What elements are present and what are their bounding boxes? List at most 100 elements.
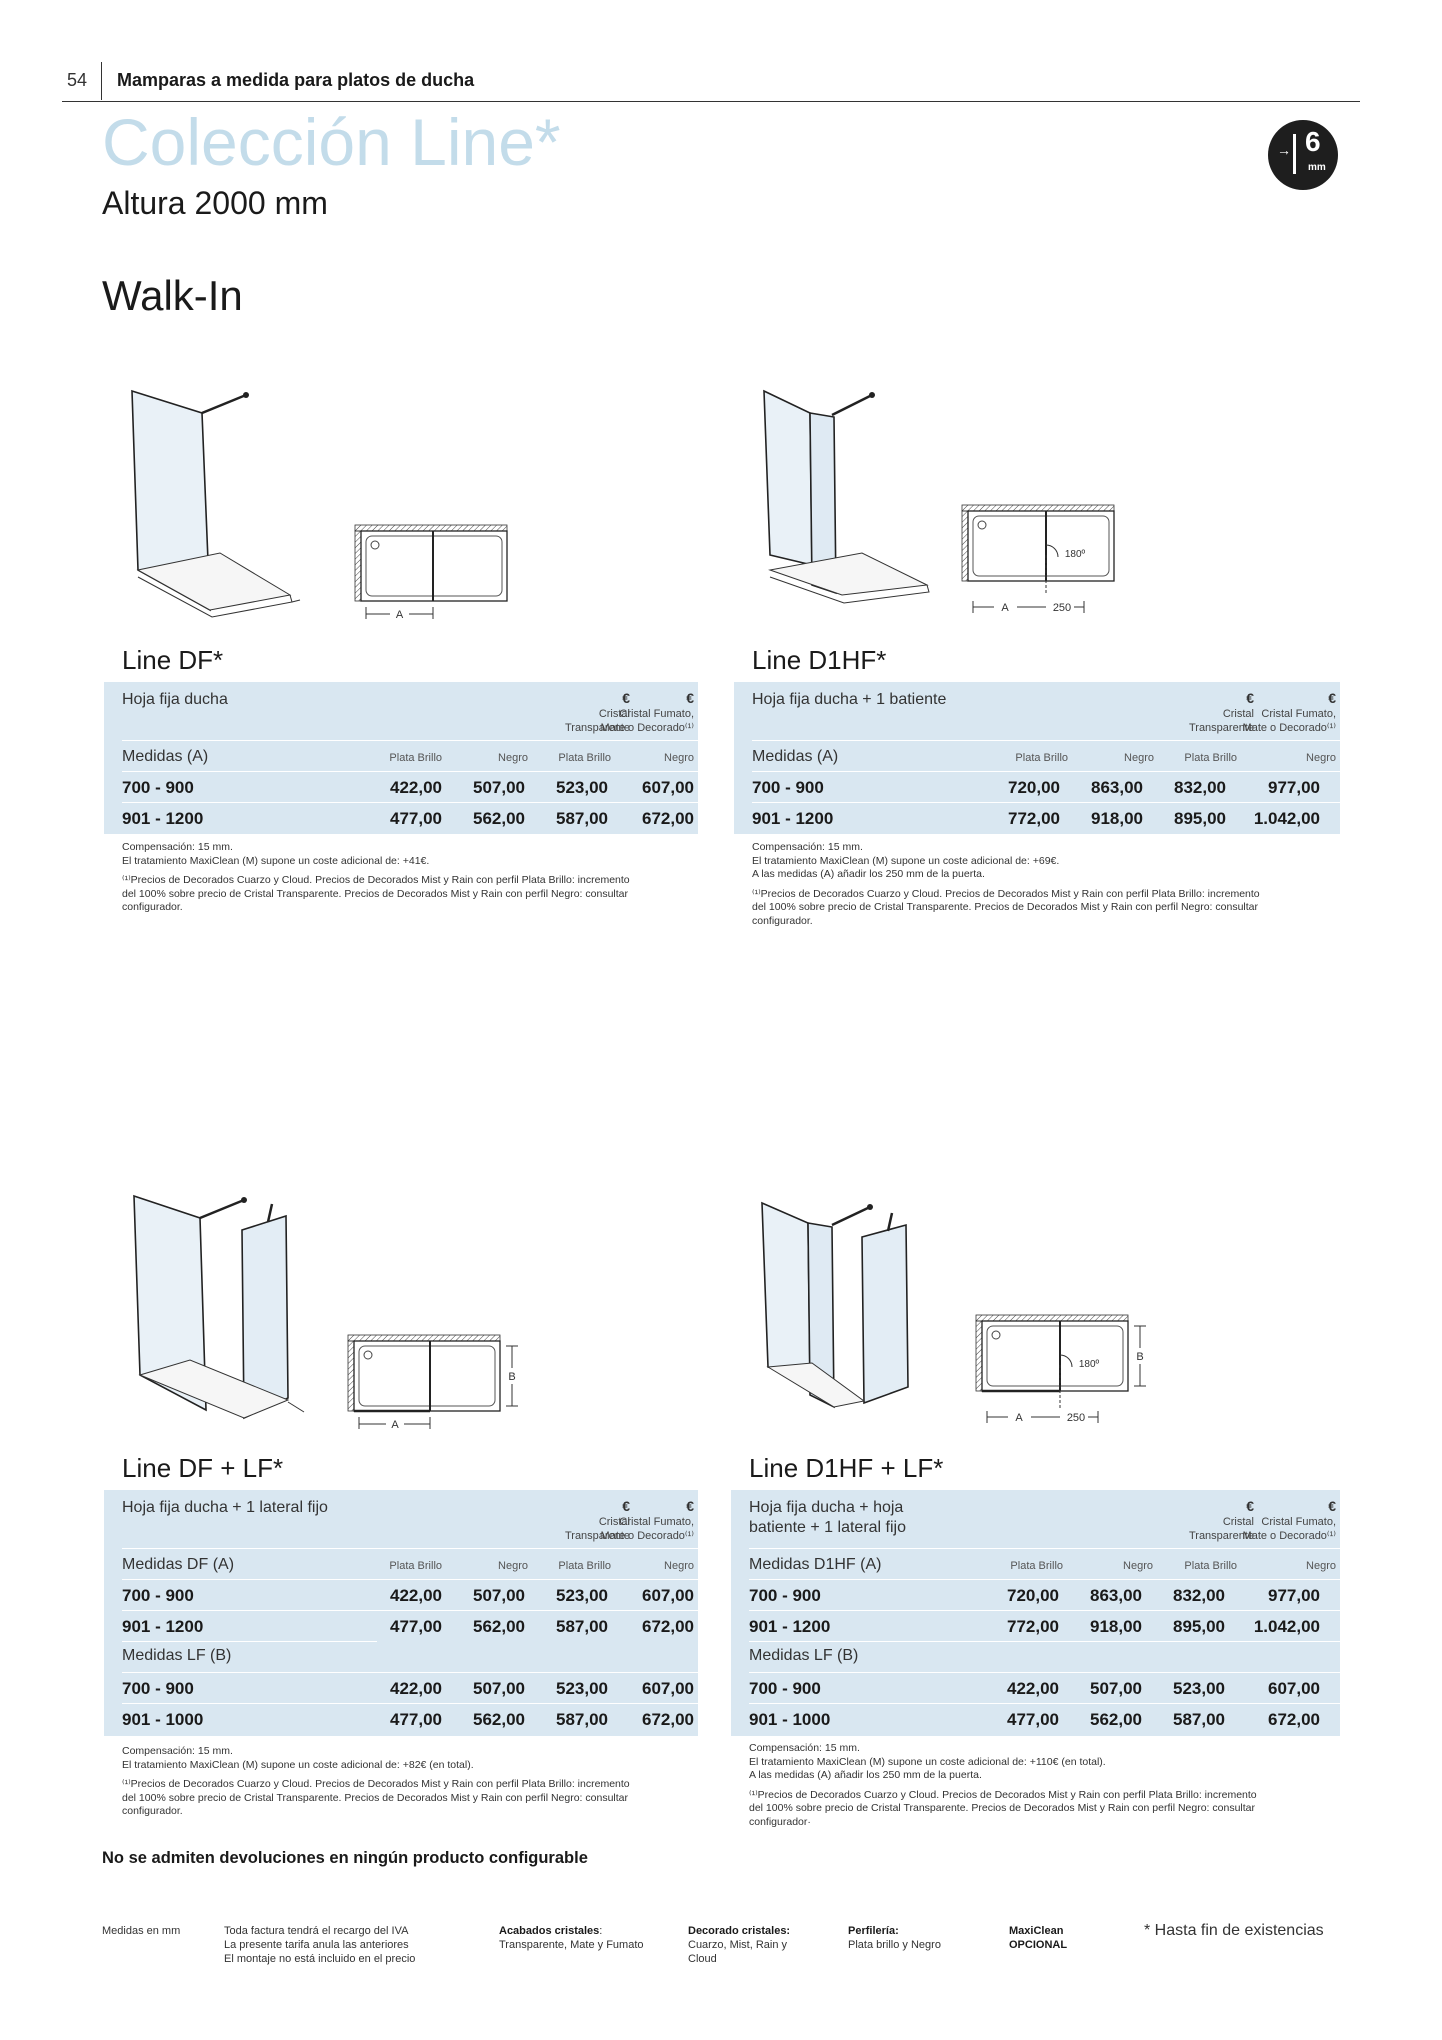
footer-line: El montaje no está incluido en el precio [224, 1953, 416, 1965]
arrow-right-icon: → [1277, 142, 1291, 158]
col-group-2-line1: Cristal Fumato, [619, 708, 694, 720]
price-cell: 562,00 [473, 1710, 525, 1729]
footer-glass-finishes: Acabados cristales: Transparente, Mate y… [499, 1924, 644, 1952]
price-cell: 832,00 [1174, 778, 1226, 797]
price-cell: 772,00 [1008, 809, 1060, 828]
price-cell: 895,00 [1173, 1617, 1225, 1636]
measure-label: Medidas (A) [122, 748, 209, 765]
glass-thickness-badge: → 6 mm [1268, 120, 1338, 190]
price-cell: 507,00 [1090, 1679, 1142, 1698]
notes-line-df: Compensación: 15 mm. El tratamiento Maxi… [122, 841, 712, 915]
currency-symbol: € [686, 1498, 694, 1514]
currency-symbol: € [1328, 1498, 1336, 1514]
collection-title: Colección Line* [102, 105, 561, 179]
price-cell: 523,00 [556, 778, 608, 797]
table-separator [749, 1610, 1340, 1611]
notes-line-df-lf: Compensación: 15 mm. El tratamiento Maxi… [122, 1745, 712, 1819]
returns-notice: No se admiten devoluciones en ningún pro… [102, 1849, 588, 1867]
table-separator [122, 1579, 698, 1580]
header-divider [101, 62, 102, 100]
table-separator [752, 771, 1340, 772]
price-cell: 507,00 [473, 1679, 525, 1698]
col-group-1-line2: Transparente [1188, 722, 1254, 734]
price-cell: 523,00 [1173, 1679, 1225, 1698]
height-subtitle: Altura 2000 mm [102, 185, 328, 221]
col-group-1-line2: Transparente [564, 1530, 630, 1542]
price-cell: 895,00 [1174, 809, 1226, 828]
price-cell: 607,00 [642, 1586, 694, 1605]
notes-line-d1hf: Compensación: 15 mm. El tratamiento Maxi… [752, 841, 1342, 928]
col-group-2-line1: Cristal Fumato, [1261, 1516, 1336, 1528]
header-title: Mamparas a medida para platos de ducha [117, 70, 475, 90]
header-rule [62, 101, 1360, 102]
dim-a-label: A [1001, 602, 1009, 614]
price-cell: 1.042,00 [1253, 1617, 1320, 1636]
price-cell: 977,00 [1268, 778, 1320, 797]
price-cell: 477,00 [390, 1710, 442, 1729]
table-separator [749, 1579, 1340, 1580]
currency-symbol: € [1328, 690, 1336, 706]
note-line: Compensación: 15 mm. [752, 841, 863, 853]
table-separator [122, 1641, 377, 1642]
table-description: Hoja fija ducha + hoja batiente + 1 late… [749, 1498, 906, 1538]
product-title-line-d1hf-lf: Line D1HF + LF* [749, 1453, 944, 1483]
measure-label: Medidas DF (A) [122, 1556, 235, 1573]
product-title-line-df-lf: Line DF + LF* [122, 1453, 284, 1483]
product-title-line-df: Line DF* [122, 645, 224, 675]
note-line: Compensación: 15 mm. [122, 841, 233, 853]
table-separator [122, 1672, 698, 1673]
col-group-1-line1: Cristal [598, 708, 630, 720]
price-table-line-df-lf: Hoja fija ducha + 1 lateral fijo € Crist… [104, 1490, 698, 1736]
note-line: del 100% sobre precio de Cristal Transpa… [752, 901, 1258, 913]
measure-label: Medidas (A) [752, 748, 839, 765]
price-cell: 772,00 [1007, 1617, 1059, 1636]
subheader-plata-brillo: Plata Brillo [1015, 752, 1068, 764]
table-separator [749, 1703, 1340, 1704]
note-line: El tratamiento MaxiClean (M) supone un c… [749, 1755, 1106, 1768]
table-separator [752, 740, 1340, 741]
price-cell: 720,00 [1008, 778, 1060, 797]
col-group-2-line2: Mate o Decorado⁽¹⁾ [600, 722, 694, 734]
row-label: 700 - 900 [122, 1586, 194, 1605]
note-line: configurador· [749, 1815, 811, 1828]
price-cell: 562,00 [473, 1617, 525, 1636]
measure-label: Medidas D1HF (A) [749, 1556, 882, 1573]
page-number: 54 [67, 70, 88, 90]
table-description: Hoja fija ducha + 1 lateral fijo [122, 1499, 328, 1516]
col-group-2-line1: Cristal Fumato, [1261, 708, 1336, 720]
table-description: Hoja fija ducha [122, 691, 228, 708]
glass-bar-icon [1293, 134, 1296, 174]
subheader-negro: Negro [498, 1560, 528, 1572]
footer-heading-colon: : [599, 1925, 603, 1937]
price-cell: 587,00 [556, 1710, 608, 1729]
note-line: A las medidas (A) añadir los 250 mm de l… [752, 868, 985, 880]
price-cell: 507,00 [473, 778, 525, 797]
note-line: El tratamiento MaxiClean (M) supone un c… [752, 854, 1060, 867]
badge-value: 6 [1305, 126, 1321, 157]
table-separator [122, 771, 698, 772]
price-cell: 587,00 [556, 809, 608, 828]
note-line: El tratamiento MaxiClean (M) supone un c… [122, 854, 430, 867]
price-table-line-df: Hoja fija ducha € Cristal Transparente €… [104, 682, 698, 834]
subheader-plata-brillo: Plata Brillo [1184, 752, 1237, 764]
subheader-negro: Negro [1123, 1560, 1153, 1572]
price-cell: 477,00 [390, 1617, 442, 1636]
subheader-negro: Negro [664, 752, 694, 764]
price-cell: 587,00 [1173, 1710, 1225, 1729]
table-separator [122, 1548, 698, 1549]
door-width-label: 250 [1067, 1412, 1085, 1424]
price-cell: 523,00 [556, 1679, 608, 1698]
subheader-plata-brillo: Plata Brillo [1010, 1560, 1063, 1572]
price-cell: 672,00 [642, 809, 694, 828]
subheader-plata-brillo: Plata Brillo [389, 752, 442, 764]
price-cell: 977,00 [1268, 1586, 1320, 1605]
door-width-label: 250 [1053, 602, 1071, 614]
footer-line: Toda factura tendrá el recargo del IVA [224, 1925, 409, 1937]
door-angle-label: 180º [1079, 1359, 1100, 1370]
table-separator [122, 1610, 698, 1611]
col-group-2-line2: Mate o Decorado⁽¹⁾ [1242, 722, 1336, 734]
line-df-lf-illustration: B A [133, 1194, 518, 1430]
table-separator [122, 802, 698, 803]
table-description: Hoja fija ducha + 1 batiente [752, 691, 947, 708]
price-cell: 422,00 [1007, 1679, 1059, 1698]
